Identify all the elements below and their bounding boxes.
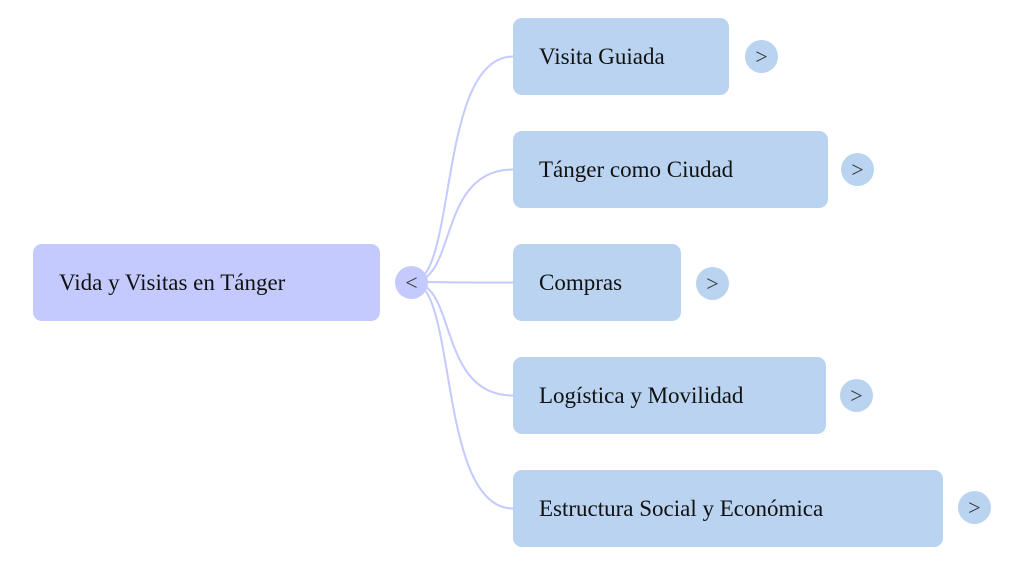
child-node-label: Estructura Social y Económica bbox=[539, 495, 824, 521]
child-node-label: Logística y Movilidad bbox=[539, 382, 744, 408]
edge-root-to-child-4 bbox=[411, 281, 514, 510]
child-node-tanger-como-ciudad[interactable]: Tánger como Ciudad bbox=[513, 131, 828, 208]
root-node-label: Vida y Visitas en Tánger bbox=[59, 269, 286, 295]
expand-icon: > bbox=[851, 156, 864, 182]
expand-icon: > bbox=[706, 270, 719, 296]
expand-icon: > bbox=[755, 43, 768, 69]
edge-root-to-child-3 bbox=[411, 281, 514, 397]
child-node-estructura-social-y-economica[interactable]: Estructura Social y Económica bbox=[513, 470, 943, 547]
root-node[interactable]: Vida y Visitas en Tánger bbox=[33, 244, 380, 321]
expand-button-logistica-y-movilidad[interactable]: > bbox=[840, 379, 873, 412]
edge-root-to-child-1 bbox=[411, 168, 514, 283]
child-node-visita-guiada[interactable]: Visita Guiada bbox=[513, 18, 729, 95]
expand-button-visita-guiada[interactable]: > bbox=[745, 40, 778, 73]
expand-button-compras[interactable]: > bbox=[696, 267, 729, 300]
expand-icon: > bbox=[850, 382, 863, 408]
expand-button-estructura-social-y-economica[interactable]: > bbox=[958, 491, 991, 524]
expand-button-tanger-como-ciudad[interactable]: > bbox=[841, 153, 874, 186]
child-node-label: Tánger como Ciudad bbox=[539, 156, 734, 182]
child-node-label: Visita Guiada bbox=[539, 43, 665, 69]
child-node-logistica-y-movilidad[interactable]: Logística y Movilidad bbox=[513, 357, 826, 434]
collapse-icon: < bbox=[405, 269, 418, 295]
edge-root-to-child-0 bbox=[411, 55, 514, 283]
expand-icon: > bbox=[968, 494, 981, 520]
collapse-button[interactable]: < bbox=[395, 266, 428, 299]
child-node-label: Compras bbox=[539, 269, 623, 295]
child-node-compras[interactable]: Compras bbox=[513, 244, 681, 321]
